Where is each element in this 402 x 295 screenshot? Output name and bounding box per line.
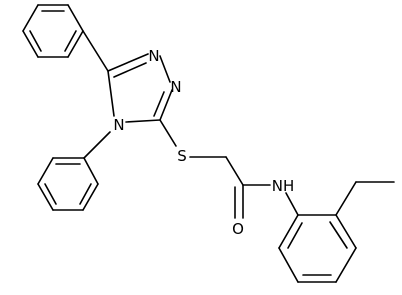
bond-inner bbox=[287, 222, 303, 249]
bond bbox=[225, 156, 244, 186]
bond bbox=[125, 119, 161, 123]
bond bbox=[83, 131, 111, 159]
atom-label-n1: N bbox=[148, 47, 159, 65]
phenyl-ring-top bbox=[22, 4, 84, 58]
bond-inner bbox=[79, 183, 92, 205]
bond bbox=[335, 247, 357, 283]
bond bbox=[278, 214, 299, 249]
bond bbox=[67, 30, 84, 58]
bond bbox=[83, 157, 99, 185]
atom-label-o: O bbox=[232, 220, 244, 238]
bond-inner bbox=[329, 221, 348, 249]
bond bbox=[285, 192, 299, 216]
bond bbox=[159, 89, 173, 121]
atom-label-n2: N bbox=[170, 78, 181, 96]
bond bbox=[22, 30, 39, 58]
bond bbox=[335, 214, 357, 249]
bond-inner bbox=[153, 91, 165, 117]
atom-label-s: S bbox=[177, 147, 187, 165]
bond bbox=[159, 119, 177, 147]
phenyl-ring-left bbox=[37, 157, 99, 211]
bond bbox=[82, 183, 99, 211]
triazole-ring bbox=[107, 53, 173, 123]
bond bbox=[107, 53, 149, 72]
atom-label-nh: NH bbox=[272, 177, 295, 195]
bond-inner bbox=[44, 183, 57, 205]
bond bbox=[22, 4, 39, 32]
bond bbox=[335, 181, 357, 216]
bond bbox=[37, 157, 54, 185]
atom-label-n4: N bbox=[113, 116, 124, 134]
bond bbox=[278, 247, 299, 283]
bond bbox=[37, 183, 54, 211]
ethylphenyl-ring bbox=[278, 214, 357, 283]
bond bbox=[67, 4, 84, 32]
bond bbox=[107, 70, 115, 117]
bond-inner bbox=[64, 30, 77, 52]
bond-inner bbox=[113, 62, 147, 78]
bond bbox=[159, 55, 171, 83]
bond bbox=[82, 30, 109, 72]
bond-inner bbox=[29, 30, 42, 52]
